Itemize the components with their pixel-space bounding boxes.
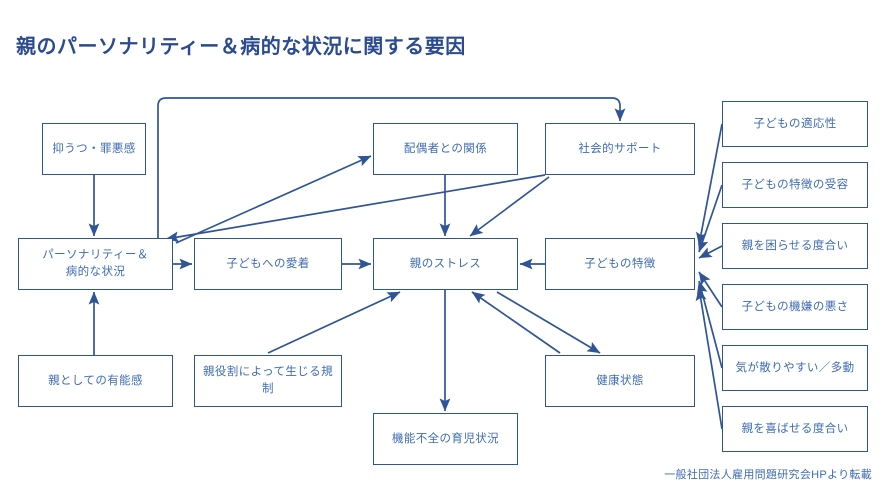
node-spouse-relation[interactable]: 配偶者との関係 xyxy=(373,123,518,175)
node-label: 気が散りやすい／多動 xyxy=(735,361,855,374)
node-label: 親役割によって生じる規制 xyxy=(203,366,333,395)
source-credit: 一般社団法人雇用問題研究会HPより転載 xyxy=(664,469,872,481)
edge-personality-to-spouse xyxy=(175,155,372,244)
node-label: 子どもの特徴 xyxy=(584,257,656,270)
page-title: 親のパーソナリティー＆病的な状況に関する要因 xyxy=(16,36,466,58)
node-label: 社会的サポート xyxy=(578,142,662,155)
edge-reinforces-to-childtraits xyxy=(695,287,723,430)
node-label: 親のストレス xyxy=(409,257,482,270)
node-role-restriction[interactable]: 親役割によって生じる規制 xyxy=(194,355,342,407)
node-moodiness[interactable]: 子どもの機嫌の悪さ xyxy=(722,284,868,330)
edge-support-to-personality xyxy=(165,174,546,243)
edge-support-to-stress xyxy=(469,176,550,237)
edge-troublesome-to-childtraits xyxy=(698,245,723,259)
edge-distractibility-to-childtraits xyxy=(696,280,723,369)
node-parent-competence[interactable]: 親としての有能感 xyxy=(18,355,173,407)
node-adaptability[interactable]: 子どもの適応性 xyxy=(722,101,868,147)
edge-rolerestriction-to-stress xyxy=(267,291,401,354)
node-label: 子どもの適応性 xyxy=(753,117,837,130)
node-label: 親を困らせる度合い xyxy=(741,239,849,252)
node-depression[interactable]: 抑うつ・罪悪感 xyxy=(42,123,146,175)
node-personality[interactable]: パーソナリティー＆ 病的な状況 xyxy=(18,238,173,290)
edge-moodiness-to-childtraits xyxy=(698,271,723,308)
node-acceptance[interactable]: 子どもの特徴の受容 xyxy=(722,162,868,208)
node-label-line1: パーソナリティー＆ xyxy=(42,248,149,261)
node-label: 子どもへの愛着 xyxy=(226,257,310,270)
node-reinforces[interactable]: 親を喜ばせる度合い xyxy=(722,406,868,452)
node-label: 抑うつ・罪悪感 xyxy=(52,142,136,155)
node-label: 親を喜ばせる度合い xyxy=(741,422,849,435)
node-label: 配偶者との関係 xyxy=(403,142,488,155)
node-label: 機能不全の育児状況 xyxy=(391,432,500,445)
node-label: 健康状態 xyxy=(596,374,644,387)
edge-health-to-stress xyxy=(471,291,561,354)
node-label-line2: 病的な状況 xyxy=(65,266,126,278)
node-dysfunction[interactable]: 機能不全の育児状況 xyxy=(373,413,518,465)
edge-adaptability-to-childtraits xyxy=(696,123,723,246)
node-label: 子どもの特徴の受容 xyxy=(741,178,849,191)
node-distractibility[interactable]: 気が散りやすい／多動 xyxy=(722,345,868,391)
edge-stress-to-health xyxy=(496,291,601,354)
node-troublesome[interactable]: 親を困らせる度合い xyxy=(722,223,868,269)
node-health[interactable]: 健康状態 xyxy=(545,355,695,407)
node-attachment[interactable]: 子どもへの愛着 xyxy=(194,238,342,290)
edge-acceptance-to-childtraits xyxy=(697,184,723,253)
node-social-support[interactable]: 社会的サポート xyxy=(545,123,695,175)
node-child-traits[interactable]: 子どもの特徴 xyxy=(545,238,695,290)
node-label: 親としての有能感 xyxy=(48,374,143,387)
node-parent-stress[interactable]: 親のストレス xyxy=(373,238,518,290)
node-label: 子どもの機嫌の悪さ xyxy=(741,300,849,313)
